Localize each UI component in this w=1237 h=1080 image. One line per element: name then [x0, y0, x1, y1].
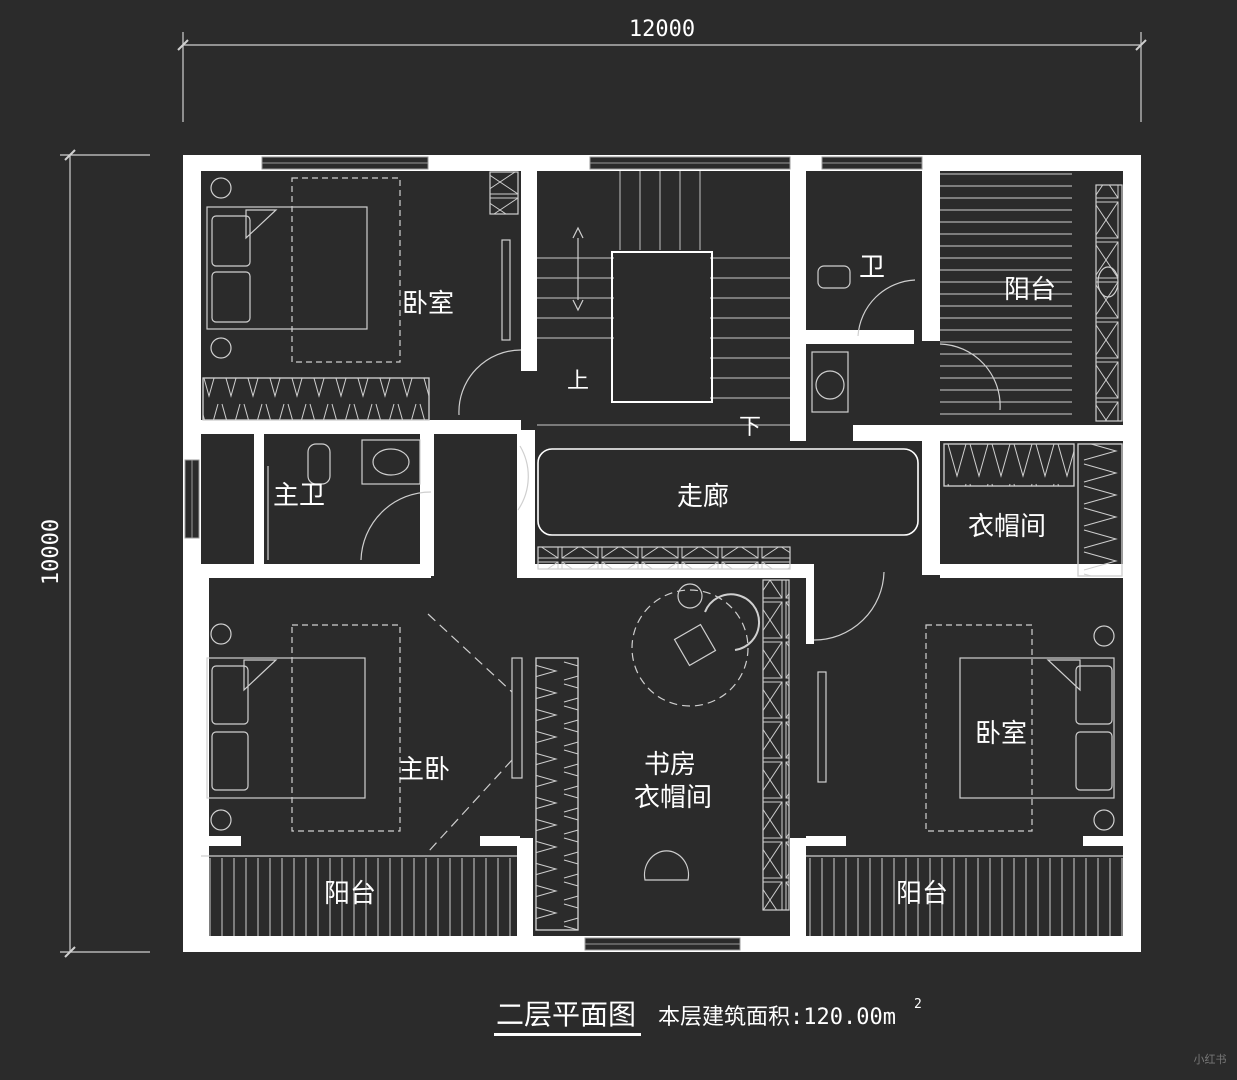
label-stairs-up: 上: [567, 369, 589, 394]
watermark: 小红书: [1194, 1053, 1227, 1066]
dimension-lines: [60, 32, 1147, 958]
width-dimension-label: 12000: [629, 17, 695, 42]
interior-walls: [201, 171, 1123, 936]
title-underline: [494, 1033, 641, 1036]
label-study-closet: 衣帽间: [634, 783, 712, 813]
label-bath-ne: 卫: [859, 253, 885, 283]
floor-area-label: 本层建筑面积:120.00m: [658, 1005, 896, 1030]
floor-area-superscript: 2: [914, 997, 922, 1012]
label-bedroom-se: 卧室: [975, 719, 1027, 749]
furniture: [201, 171, 1123, 936]
label-closet-e: 衣帽间: [968, 512, 1046, 542]
label-balcony-sw: 阳台: [324, 879, 376, 909]
label-stairs-down: 下: [739, 415, 761, 440]
label-bedroom-nw: 卧室: [402, 289, 454, 319]
label-balcony-se: 阳台: [896, 879, 948, 909]
plan-title: 二层平面图: [496, 998, 636, 1031]
label-master-bath: 主卫: [273, 481, 325, 511]
label-balcony-ne: 阳台: [1004, 275, 1056, 305]
height-dimension-label: 10000: [39, 519, 64, 585]
label-study: 书房: [644, 750, 696, 780]
label-master-bedroom: 主卧: [398, 755, 450, 785]
label-corridor: 走廊: [677, 482, 729, 512]
